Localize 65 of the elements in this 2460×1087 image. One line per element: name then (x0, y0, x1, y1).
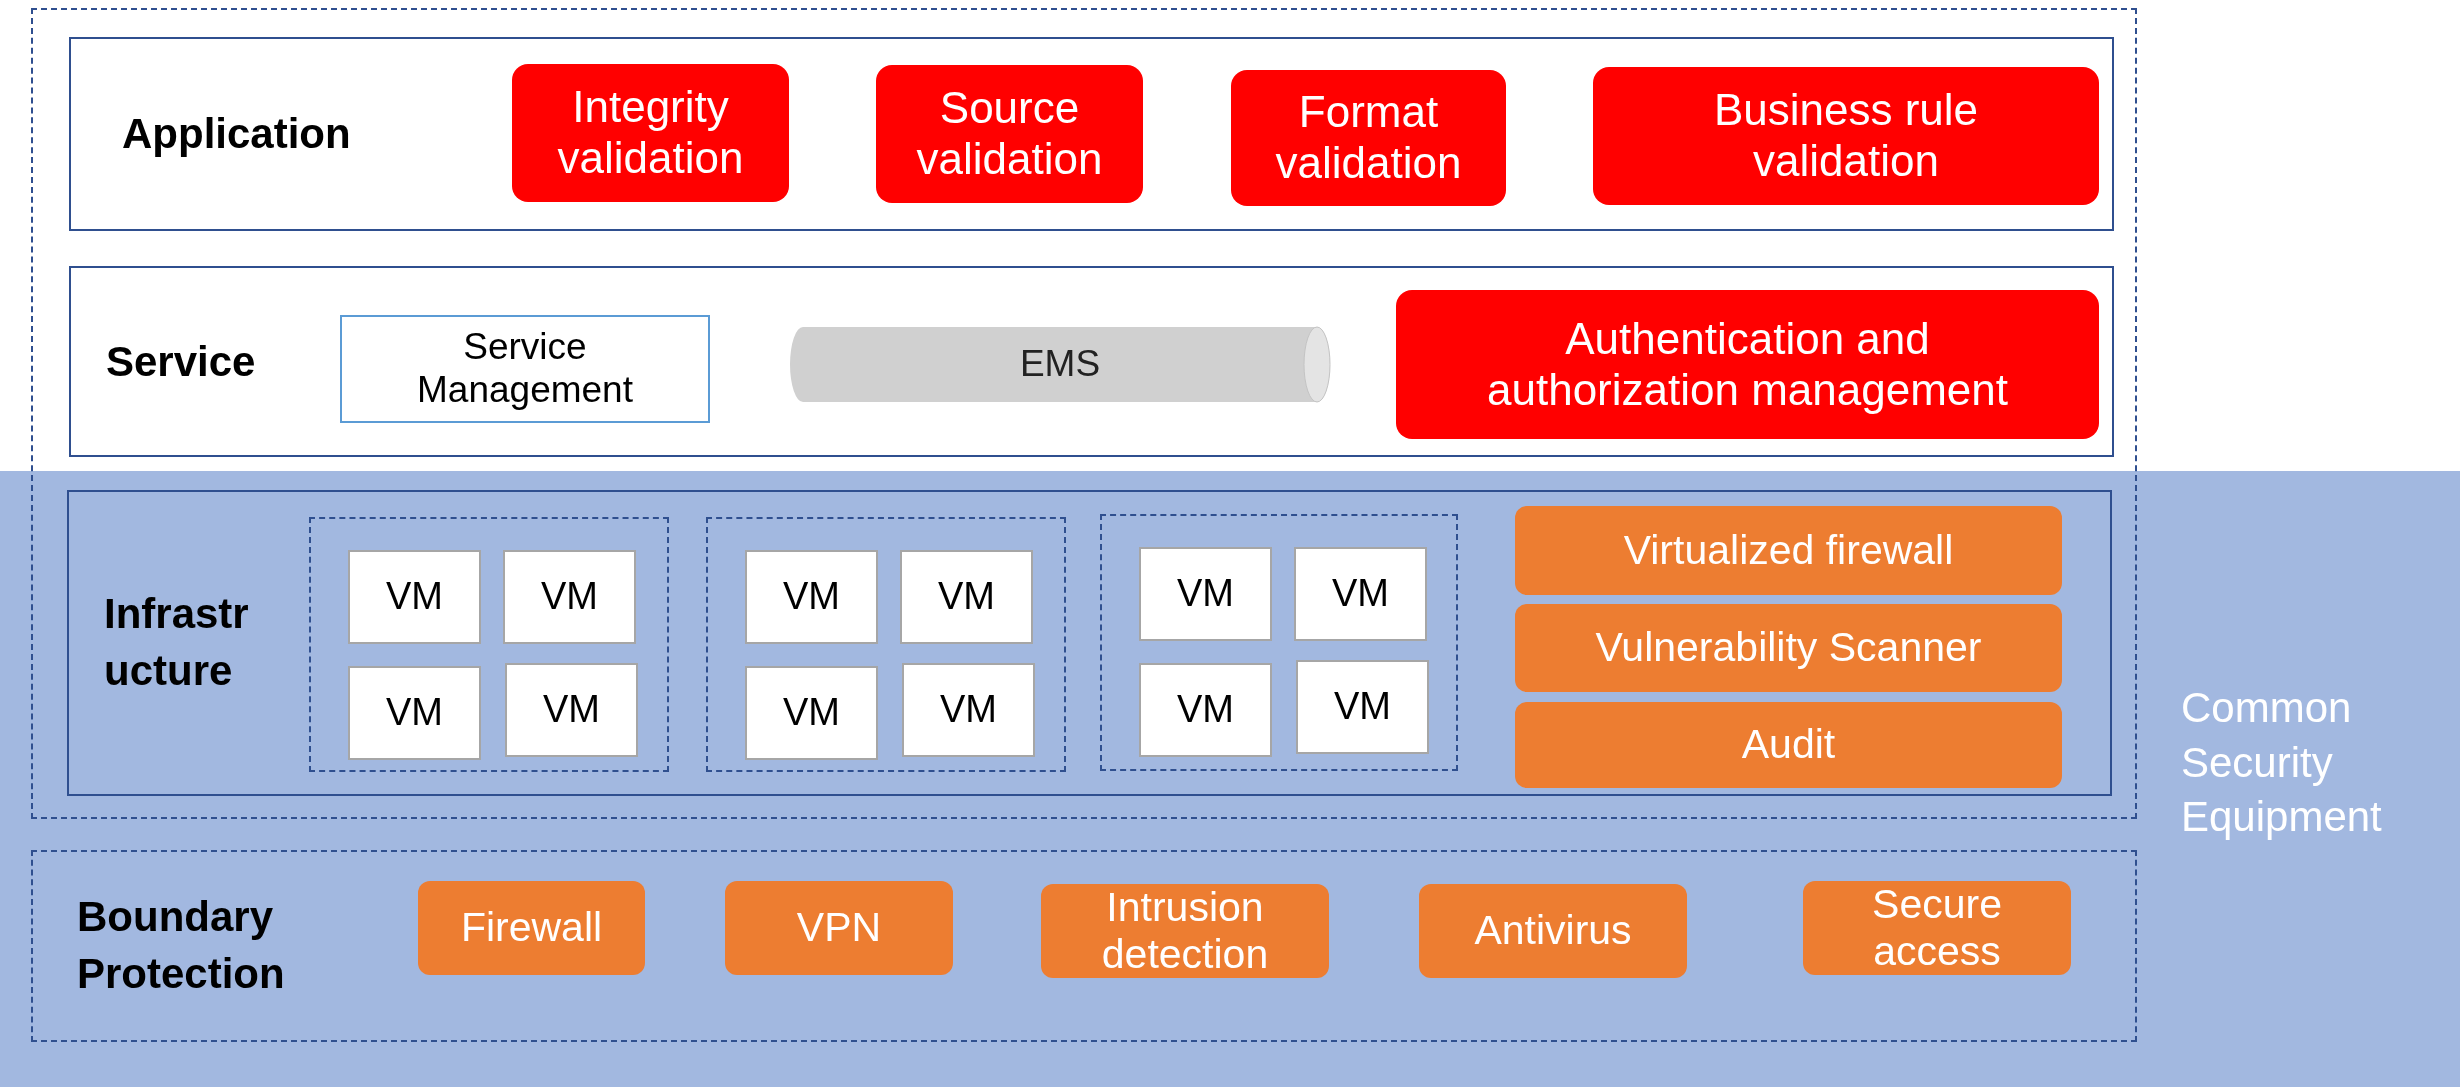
box-label: Secure access (1871, 880, 2003, 976)
security-function-box (418, 881, 645, 975)
box-label: Business rule validation (1712, 85, 1980, 187)
function-box (1231, 70, 1506, 206)
layer-panel (69, 37, 2114, 231)
box-label: VM (386, 575, 443, 619)
box-label: VM (543, 688, 600, 732)
layer-label: Boundary Protection (77, 892, 286, 999)
vm-box (1294, 547, 1427, 641)
vm-box (503, 550, 636, 644)
vm-box (348, 550, 481, 644)
box-label: VM (940, 688, 997, 732)
vm-box (1139, 547, 1272, 641)
security-function-box (1515, 702, 2062, 788)
box-label: Service Management (416, 326, 634, 412)
layer-label: Infrastr ucture (104, 589, 250, 696)
vm-group (309, 517, 669, 772)
box-label: VM (541, 575, 598, 619)
vm-box (745, 666, 878, 760)
box-label: Antivirus (1474, 907, 1632, 955)
box-label: Firewall (460, 904, 603, 952)
box-label: Intrusion detection (1100, 883, 1270, 979)
box-label: VM (1334, 685, 1391, 729)
layer-panel (67, 490, 2112, 796)
security-function-box (725, 881, 953, 975)
function-box (1593, 67, 2099, 205)
function-box (1396, 290, 2099, 439)
box-label: Authentication and authorization management (1486, 313, 2009, 416)
box-label: Virtualized firewall (1623, 526, 1954, 575)
dashed-layer-panel (31, 850, 2137, 1042)
box-label: VM (938, 575, 995, 619)
security-function-box (1515, 604, 2062, 692)
box-label: VM (1177, 572, 1234, 616)
vm-group (706, 517, 1066, 772)
vm-box (348, 666, 481, 760)
security-function-box (1041, 884, 1329, 978)
security-function-box (1515, 506, 2062, 595)
vm-box (900, 550, 1033, 644)
vm-box (1296, 660, 1429, 754)
box-label: Integrity validation (556, 82, 745, 184)
box-label: VM (386, 691, 443, 735)
layer-panel (69, 266, 2114, 457)
security-function-box (1419, 884, 1687, 978)
box-label: VM (1177, 688, 1234, 732)
box-label: VM (1332, 572, 1389, 616)
box-label: VM (783, 691, 840, 735)
box-label: EMS (1019, 343, 1101, 386)
vm-box (505, 663, 638, 757)
box-label: VM (783, 575, 840, 619)
box-label: Source validation (915, 83, 1104, 185)
vm-box (745, 550, 878, 644)
box-label: VPN (796, 904, 882, 952)
service-box (340, 315, 710, 423)
box-label: Vulnerability Scanner (1595, 624, 1982, 672)
band-label: Common Security Equipment (2181, 683, 2383, 843)
vm-box (1139, 663, 1272, 757)
box-label: Audit (1741, 721, 1836, 769)
layer-label: Application (122, 108, 351, 159)
security-function-box (1803, 881, 2071, 975)
vm-group (1100, 514, 1458, 771)
vm-box (902, 663, 1035, 757)
layer-label: Service (106, 336, 256, 387)
box-label: Format validation (1274, 87, 1463, 189)
function-box (512, 64, 789, 202)
function-box (876, 65, 1143, 203)
